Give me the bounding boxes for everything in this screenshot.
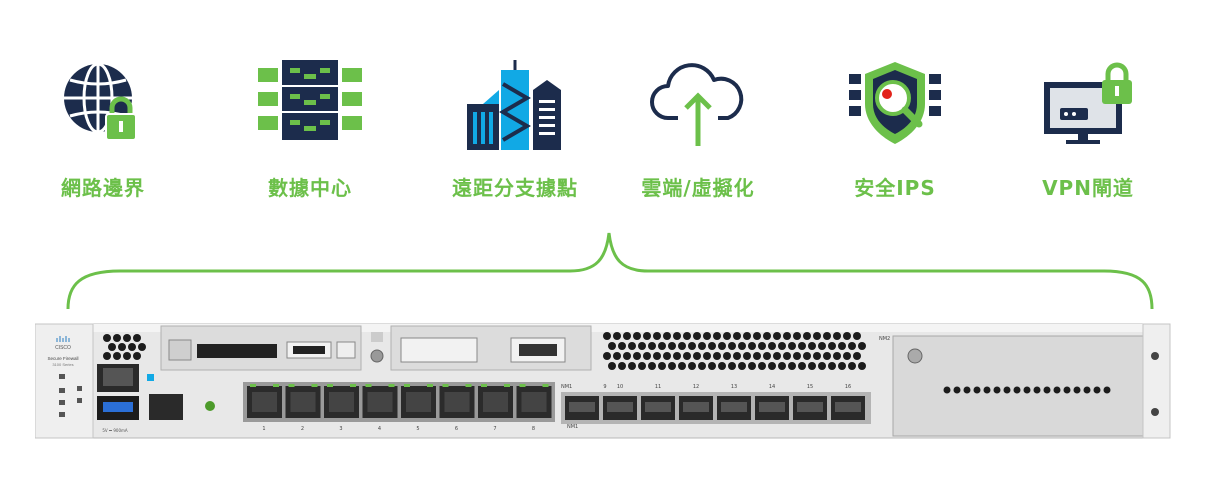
sfp-port[interactable] [793, 396, 827, 420]
sfp-port[interactable] [831, 396, 865, 420]
port-number: 1 [262, 426, 265, 432]
feature-label: 遠距分支據點 [452, 176, 578, 200]
shield-search-icon [849, 62, 941, 144]
port-number: 7 [493, 426, 496, 432]
sfp-number: 13 [731, 384, 737, 390]
feature-branch-office: 遠距分支據點 [430, 60, 600, 210]
brand-text: CISCO [55, 345, 71, 351]
feature-label: 雲端/虛擬化 [641, 176, 755, 200]
sfp-port[interactable] [755, 396, 789, 420]
cisco-logo: CISCO [55, 336, 71, 351]
port-number: 4 [378, 426, 381, 432]
feature-vpn: VPN閘道 [1003, 60, 1173, 210]
port-number: 5 [416, 426, 419, 432]
feature-label: 網路邊界 [61, 176, 145, 200]
sfp-port[interactable] [603, 396, 637, 420]
cloud-upload-icon [650, 63, 744, 146]
model-line-2: 3100 Series [52, 362, 73, 367]
port-number: 6 [455, 426, 458, 432]
sfp-number: 10 [617, 384, 623, 390]
port-number: 2 [301, 426, 304, 432]
port-number: 3 [339, 426, 342, 432]
ethernet-port[interactable] [285, 384, 321, 418]
ethernet-port[interactable] [362, 384, 398, 418]
network-module-2[interactable] [892, 335, 1144, 437]
feature-ips: 安全IPS [810, 60, 980, 210]
feature-label: VPN閘道 [1042, 176, 1134, 200]
sfp-number: 12 [693, 384, 699, 390]
ethernet-port[interactable] [324, 384, 359, 418]
nm1-label: NM1 [561, 384, 572, 390]
firewall-appliance: CISCO Secure Firewall 3100 Series 5V ⎓ 9… [35, 323, 1171, 439]
nm1-label-bottom: NM1 [567, 424, 578, 430]
sfp-port[interactable] [641, 396, 675, 420]
sfp-port[interactable] [679, 396, 713, 420]
ethernet-port[interactable] [439, 384, 475, 418]
sfp-number: 9 [603, 384, 606, 390]
ethernet-port[interactable] [401, 384, 436, 418]
feature-cloud: 雲端/虛擬化 [613, 60, 783, 210]
port-number: 8 [532, 426, 535, 432]
sfp-number: 16 [845, 384, 851, 390]
feature-label: 安全IPS [854, 176, 936, 200]
sfp-number: 15 [807, 384, 813, 390]
status-button[interactable] [370, 349, 384, 363]
grouping-brace [66, 232, 1154, 310]
nm2-label: NM2 [879, 336, 890, 342]
feature-label: 數據中心 [268, 176, 352, 200]
city-buildings-icon [467, 60, 561, 150]
feature-data-center: 數據中心 [225, 60, 395, 210]
sfp-number: 11 [655, 384, 661, 390]
usb-power-label: 5V ⎓ 900mA [102, 428, 128, 433]
server-rack-icon [258, 60, 362, 140]
ethernet-port[interactable] [478, 384, 513, 418]
globe-lock-icon [64, 62, 137, 141]
feature-network-edge: 網路邊界 [18, 60, 188, 210]
feature-icon-row: 網路邊界 數據中心 [0, 0, 1228, 220]
vent-holes-nm2 [943, 386, 1111, 394]
monitor-lock-icon [1044, 62, 1132, 144]
ethernet-port[interactable] [516, 384, 552, 418]
vent-holes-left [103, 334, 146, 360]
sfp-number: 14 [769, 384, 775, 390]
vent-holes-middle [603, 332, 866, 370]
ethernet-port[interactable] [247, 384, 282, 418]
sfp-port[interactable] [717, 396, 751, 420]
drive-bay-1 [197, 344, 277, 358]
model-line-1: Secure Firewall [47, 356, 78, 361]
sfp-port[interactable] [565, 396, 599, 420]
status-led-panel [59, 374, 82, 417]
drive-bay-2[interactable] [400, 337, 478, 363]
